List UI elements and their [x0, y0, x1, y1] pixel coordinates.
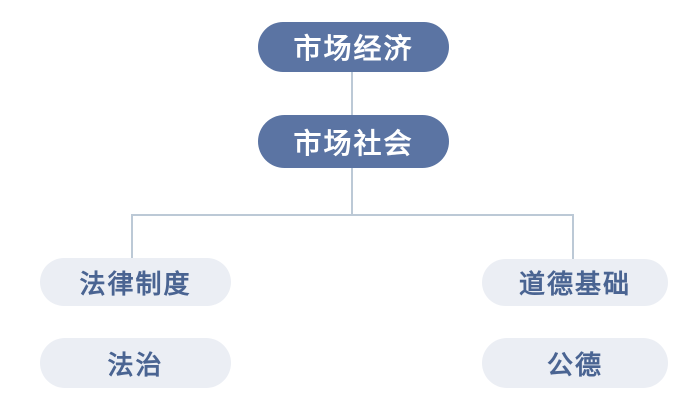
node-rule-of-law-label: 法治 [107, 350, 164, 381]
node-rule-of-law: 法治 [40, 338, 231, 388]
node-moral-foundation: 道德基础 [482, 259, 668, 306]
node-moral-foundation-label: 道德基础 [518, 270, 631, 300]
node-public-morality-label: 公德 [546, 350, 603, 381]
connector-branch-legal-system [131, 214, 133, 259]
connector-society-branch [351, 168, 353, 215]
node-legal-system: 法律制度 [40, 258, 231, 306]
connector-branch-bar [131, 214, 574, 216]
node-legal-system-label: 法律制度 [79, 269, 192, 300]
node-market-economy: 市场经济 [258, 22, 449, 72]
node-market-society-label: 市场社会 [293, 126, 414, 160]
connector-economy-society [351, 72, 353, 116]
connector-branch-moral-foundation [572, 214, 574, 260]
node-public-morality: 公德 [482, 338, 668, 388]
node-market-society: 市场社会 [258, 115, 449, 168]
node-market-economy-label: 市场经济 [293, 32, 414, 65]
